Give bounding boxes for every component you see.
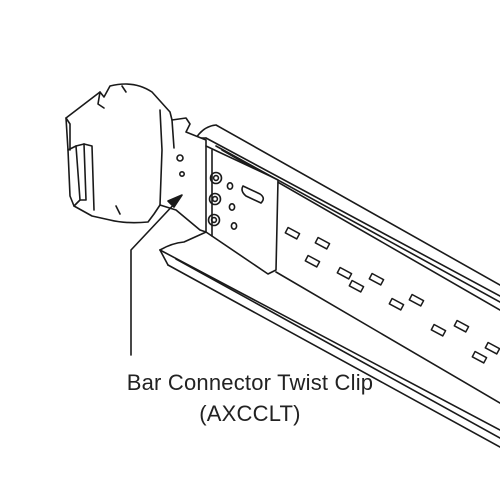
clip-hole-bottom — [207, 213, 221, 227]
clip-code-label: (AXCCLT) — [199, 401, 301, 426]
clip-hole-small-2 — [228, 203, 236, 212]
leader-line — [130, 194, 183, 356]
rail-flange-groove — [175, 258, 500, 439]
clip-hole-mid — [208, 192, 222, 206]
rail-top-bulb — [195, 124, 500, 286]
clip-outline — [65, 83, 279, 275]
clip-left-tab — [67, 145, 81, 207]
rail-top-inner-line — [205, 137, 500, 297]
clip-hole-small-3 — [230, 222, 238, 231]
leader-arrowhead — [167, 194, 183, 208]
clip-hole-top — [209, 171, 223, 185]
clip-slot — [241, 185, 265, 204]
rail-flange-top — [159, 249, 500, 431]
clip-name-label: Bar Connector Twist Clip — [126, 370, 374, 395]
bar-connector-clip — [65, 83, 279, 275]
rail-flange-bottom — [167, 264, 500, 448]
rail-slots — [284, 226, 500, 364]
rail-web-bottom-line — [275, 271, 500, 404]
clip-hole-small-1 — [226, 182, 234, 191]
clip-bend-line — [159, 109, 163, 206]
